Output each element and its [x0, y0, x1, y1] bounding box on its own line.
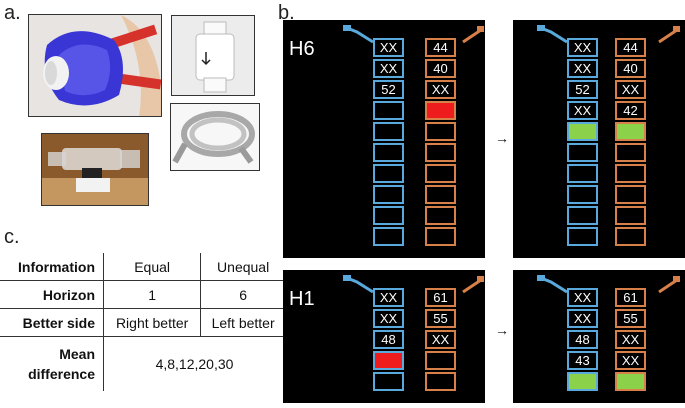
trial-box	[567, 185, 598, 204]
trial-box	[373, 143, 404, 162]
trial-box	[615, 372, 646, 391]
trial-box	[425, 143, 456, 162]
trial-box: XX	[373, 288, 404, 307]
trial-box: XX	[567, 288, 598, 307]
trial-box	[373, 206, 404, 225]
trial-box: XX	[615, 351, 646, 370]
table-cell: 6	[200, 280, 285, 309]
trial-box	[567, 164, 598, 183]
table-cell: Equal	[103, 253, 202, 281]
trial-box	[615, 206, 646, 225]
trial-box	[373, 227, 404, 246]
trial-box	[615, 143, 646, 162]
filter-photo	[171, 15, 255, 96]
trial-box: XX	[373, 38, 404, 57]
table-row: Horizon 1 6	[0, 280, 285, 309]
trial-box	[425, 185, 456, 204]
trial-box: 48	[567, 330, 598, 349]
trial-box: 44	[615, 38, 646, 57]
left-option-column: XX XX 52	[373, 38, 404, 248]
row-header: Horizon	[0, 280, 104, 309]
trial-box	[567, 143, 598, 162]
trial-box: 52	[373, 80, 404, 99]
panel-label-b: b.	[278, 2, 295, 24]
trial-box: XX	[373, 59, 404, 78]
trial-box	[567, 372, 598, 391]
trial-box	[425, 227, 456, 246]
trial-box	[567, 122, 598, 141]
table-cell: Right better	[103, 308, 202, 337]
left-option-column: XX XX 48	[373, 288, 404, 393]
trial-box	[615, 164, 646, 183]
trial-box: XX	[567, 101, 598, 120]
trial-box: 43	[567, 351, 598, 370]
trial-box	[373, 185, 404, 204]
condition-table: Information Equal Unequal Horizon 1 6 Be…	[0, 253, 285, 391]
trial-box	[425, 101, 456, 120]
trial-box	[567, 206, 598, 225]
trial-box	[567, 227, 598, 246]
trial-box: 55	[615, 309, 646, 328]
trial-box	[425, 206, 456, 225]
trial-box	[615, 227, 646, 246]
trial-box	[373, 101, 404, 120]
trial-box: 48	[373, 330, 404, 349]
trial-box: XX	[373, 309, 404, 328]
valve-photo	[41, 133, 149, 206]
table-cell: 1	[103, 280, 202, 309]
table-cell: 4,8,12,20,30	[155, 356, 234, 372]
trial-box: 44	[425, 38, 456, 57]
trial-box	[615, 122, 646, 141]
left-option-column: XX XX 48 43	[567, 288, 598, 393]
tubing-photo	[170, 103, 260, 171]
horizon-label: H1	[289, 288, 315, 310]
trial-box: 61	[615, 288, 646, 307]
table-row: Better side Right better Left better	[0, 308, 285, 337]
trial-box: 52	[567, 80, 598, 99]
trial-box: 55	[425, 309, 456, 328]
trial-box: 40	[425, 59, 456, 78]
table-row: Mean difference 4,8,12,20,30	[0, 336, 285, 391]
trial-box	[615, 185, 646, 204]
trial-box	[425, 122, 456, 141]
trial-box	[425, 372, 456, 391]
horizon-label: H6	[289, 38, 315, 60]
trial-box: XX	[567, 309, 598, 328]
mask-photo	[28, 14, 162, 117]
trial-box	[373, 351, 404, 370]
table-cell: Left better	[200, 308, 285, 337]
trial-box: XX	[615, 80, 646, 99]
trial-box	[373, 372, 404, 391]
panel-label-c: c.	[4, 226, 20, 248]
table-cell: Unequal	[200, 253, 285, 281]
trial-box: XX	[567, 38, 598, 57]
row-header: Mean difference	[0, 336, 104, 391]
table-row: Information Equal Unequal	[0, 253, 285, 281]
arrow-icon: →	[495, 322, 509, 338]
trial-box: 61	[425, 288, 456, 307]
row-header: Information	[0, 253, 104, 281]
trial-box	[425, 351, 456, 370]
trial-box: XX	[567, 59, 598, 78]
panel-label-a: a.	[4, 2, 21, 24]
trial-box: XX	[425, 330, 456, 349]
trial-box: 40	[615, 59, 646, 78]
row-header: Better side	[0, 308, 104, 337]
trial-box	[373, 164, 404, 183]
trial-box: 42	[615, 101, 646, 120]
trial-box: XX	[615, 330, 646, 349]
arrow-icon: →	[495, 130, 509, 146]
trial-box	[373, 122, 404, 141]
trial-box: XX	[425, 80, 456, 99]
trial-box	[425, 164, 456, 183]
